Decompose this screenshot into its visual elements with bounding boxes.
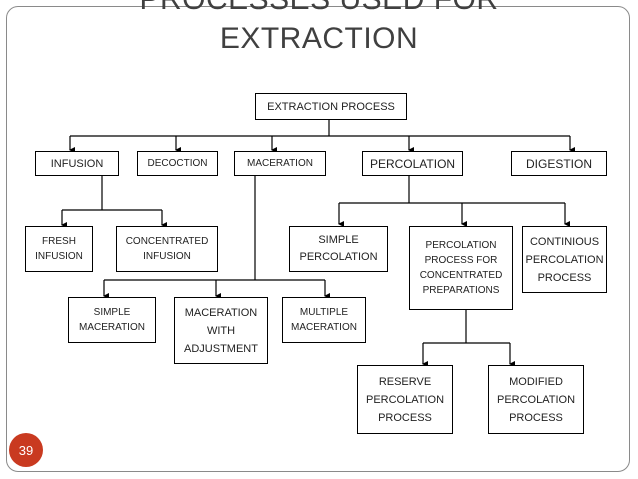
- node-simple-maceration: SIMPLE MACERATION: [68, 297, 156, 343]
- node-decoction: DECOCTION: [137, 151, 218, 176]
- node-infusion: INFUSION: [35, 151, 119, 176]
- slide-frame: [6, 6, 630, 472]
- node-continious-percolation-process: CONTINIOUS PERCOLATION PROCESS: [522, 226, 607, 293]
- node-modified-percolation-process: MODIFIED PERCOLATION PROCESS: [488, 365, 584, 434]
- node-percolation-concentrated-preparations: PERCOLATION PROCESS FOR CONCENTRATED PRE…: [409, 226, 513, 310]
- node-maceration: MACERATION: [234, 151, 326, 176]
- node-multiple-maceration: MULTIPLE MACERATION: [282, 297, 366, 343]
- node-digestion: DIGESTION: [511, 151, 607, 176]
- page-number-badge: 39: [9, 433, 43, 467]
- node-percolation: PERCOLATION: [362, 151, 463, 176]
- node-reserve-percolation-process: RESERVE PERCOLATION PROCESS: [357, 365, 453, 434]
- node-maceration-with-adjustment: MACERATION WITH ADJUSTMENT: [174, 297, 268, 364]
- slide-title-line-2: EXTRACTION: [219, 22, 419, 55]
- node-extraction-process: EXTRACTION PROCESS: [255, 93, 407, 120]
- slide-title-line-1: PROCESSES USED FOR: [100, 0, 538, 16]
- node-concentrated-infusion: CONCENTRATED INFUSION: [116, 226, 218, 272]
- node-fresh-infusion: FRESH INFUSION: [25, 226, 93, 272]
- node-simple-percolation: SIMPLE PERCOLATION: [289, 226, 388, 272]
